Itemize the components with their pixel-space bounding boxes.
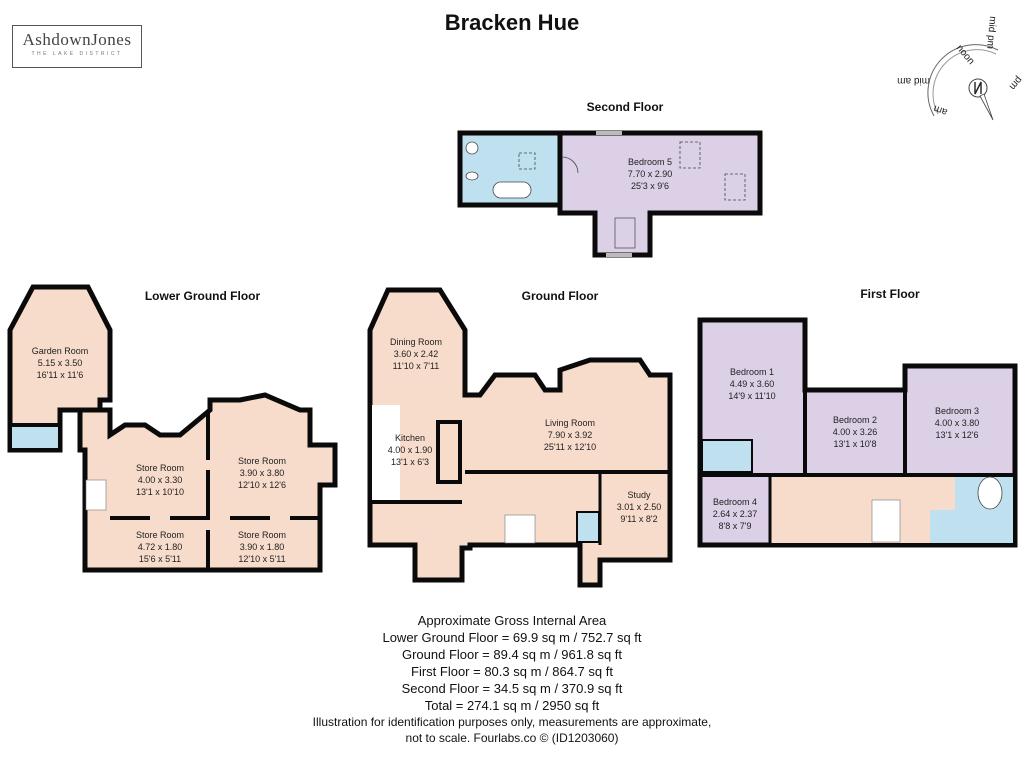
- room-label-kitchen: Kitchen 4.00 x 1.90 13'1 x 6'3: [380, 432, 440, 468]
- room-name: Store Room: [237, 456, 287, 466]
- room-name: Dining Room: [389, 337, 443, 347]
- room-size-imperial: 8'8 x 7'9: [718, 521, 752, 531]
- room-size-imperial: 14'9 x 11'10: [728, 391, 776, 401]
- room-size-imperial: 13'1 x 12'6: [935, 430, 979, 440]
- disclaimer-line-1: Illustration for identification purposes…: [312, 715, 712, 729]
- first-floor-plan: [697, 317, 1018, 548]
- area-line-lower-ground: Lower Ground Floor = 69.9 sq m / 752.7 s…: [382, 630, 642, 645]
- property-title: Bracken Hue: [444, 10, 580, 35]
- room-size-imperial: 9'11 x 8'2: [620, 514, 658, 524]
- room-label-store-room-4: Store Room 3.90 x 1.80 12'10 x 5'11: [222, 529, 302, 565]
- room-name: Kitchen: [394, 433, 426, 443]
- area-line-first: First Floor = 80.3 sq m / 864.7 sq ft: [411, 664, 613, 679]
- room-size-imperial: 16'11 x 11'6: [36, 370, 84, 380]
- room-label-bedroom-4: Bedroom 4 2.64 x 2.37 8'8 x 7'9: [705, 496, 765, 532]
- room-name: Bedroom 4: [712, 497, 758, 507]
- room-name: Store Room: [135, 530, 185, 540]
- room-name: Study: [627, 490, 651, 500]
- room-size-metric: 3.90 x 1.80: [239, 542, 285, 552]
- room-name: Bedroom 5: [627, 157, 673, 167]
- floor-title-second: Second Floor: [586, 100, 664, 114]
- room-size-metric: 4.00 x 3.80: [934, 418, 980, 428]
- logo-name: AshdownJones: [22, 30, 132, 49]
- room-size-imperial: 15'6 x 5'11: [138, 554, 182, 564]
- room-label-living-room: Living Room 7.90 x 3.92 25'11 x 12'10: [525, 417, 615, 453]
- room-size-metric: 4.00 x 3.30: [137, 475, 183, 485]
- floor-title-ground: Ground Floor: [521, 289, 599, 303]
- agency-logo: AshdownJones THE LAKE DISTRICT: [12, 25, 142, 68]
- svg-text:pm: pm: [1007, 74, 1024, 92]
- room-size-imperial: 25'11 x 12'10: [543, 442, 597, 452]
- room-size-imperial: 25'3 x 9'6: [631, 181, 669, 191]
- area-line-second: Second Floor = 34.5 sq m / 370.9 sq ft: [401, 681, 623, 696]
- room-label-garden-room: Garden Room 5.15 x 3.50 16'11 x 11'6: [20, 345, 100, 381]
- room-name: Bedroom 1: [729, 367, 775, 377]
- room-name: Store Room: [237, 530, 287, 540]
- room-name: Bedroom 3: [934, 406, 980, 416]
- compass-icon: noon mid pm pm mid am am: [897, 16, 1024, 121]
- area-line-ground: Ground Floor = 89.4 sq m / 961.8 sq ft: [401, 647, 623, 662]
- room-size-metric: 4.00 x 3.26: [832, 427, 878, 437]
- room-name: Garden Room: [31, 346, 89, 356]
- ground-floor-plan: [367, 287, 673, 588]
- room-size-imperial: 13'1 x 6'3: [391, 457, 429, 467]
- room-size-metric: 7.90 x 3.92: [547, 430, 593, 440]
- room-size-imperial: 13'1 x 10'10: [136, 487, 184, 497]
- svg-text:mid am: mid am: [897, 75, 930, 86]
- room-size-metric: 4.72 x 1.80: [137, 542, 183, 552]
- room-label-bedroom-3: Bedroom 3 4.00 x 3.80 13'1 x 12'6: [922, 405, 992, 441]
- room-size-metric: 5.15 x 3.50: [37, 358, 83, 368]
- svg-text:am: am: [932, 102, 949, 117]
- lower-ground-floor-plan: [7, 284, 338, 573]
- room-size-metric: 7.70 x 2.90: [627, 169, 673, 179]
- room-label-dining-room: Dining Room 3.60 x 2.42 11'10 x 7'11: [376, 336, 456, 372]
- room-label-bedroom-1: Bedroom 1 4.49 x 3.60 14'9 x 11'10: [717, 366, 787, 402]
- room-size-imperial: 12'10 x 12'6: [238, 480, 286, 490]
- area-line-total: Total = 274.1 sq m / 2950 sq ft: [424, 698, 600, 713]
- room-label-bedroom-5: Bedroom 5 7.70 x 2.90 25'3 x 9'6: [610, 156, 690, 192]
- room-label-store-room-3: Store Room 4.72 x 1.80 15'6 x 5'11: [120, 529, 200, 565]
- room-size-metric: 3.01 x 2.50: [616, 502, 662, 512]
- room-name: Store Room: [135, 463, 185, 473]
- room-size-imperial: 12'10 x 5'11: [238, 554, 286, 564]
- room-label-store-room-1: Store Room 4.00 x 3.30 13'1 x 10'10: [120, 462, 200, 498]
- room-label-bedroom-2: Bedroom 2 4.00 x 3.26 13'1 x 10'8: [820, 414, 890, 450]
- room-size-imperial: 11'10 x 7'11: [392, 361, 440, 371]
- area-summary: Approximate Gross Internal Area Lower Gr…: [0, 612, 1024, 746]
- room-label-store-room-2: Store Room 3.90 x 3.80 12'10 x 12'6: [222, 455, 302, 491]
- second-floor-plan: [457, 130, 763, 258]
- area-heading: Approximate Gross Internal Area: [417, 613, 607, 628]
- room-size-imperial: 13'1 x 10'8: [833, 439, 877, 449]
- room-size-metric: 3.90 x 3.80: [239, 468, 285, 478]
- logo-tagline: THE LAKE DISTRICT: [31, 51, 123, 57]
- floor-title-first: First Floor: [860, 287, 920, 301]
- room-name: Living Room: [544, 418, 596, 428]
- floor-title-lower-ground: Lower Ground Floor: [144, 289, 261, 303]
- room-size-metric: 3.60 x 2.42: [393, 349, 439, 359]
- disclaimer-line-2: not to scale. Fourlabs.co © (ID1203060): [405, 731, 619, 745]
- room-size-metric: 4.49 x 3.60: [729, 379, 775, 389]
- svg-text:mid pm: mid pm: [984, 16, 998, 50]
- room-size-metric: 2.64 x 2.37: [712, 509, 758, 519]
- room-label-study: Study 3.01 x 2.50 9'11 x 8'2: [609, 489, 669, 525]
- room-size-metric: 4.00 x 1.90: [387, 445, 433, 455]
- room-name: Bedroom 2: [832, 415, 878, 425]
